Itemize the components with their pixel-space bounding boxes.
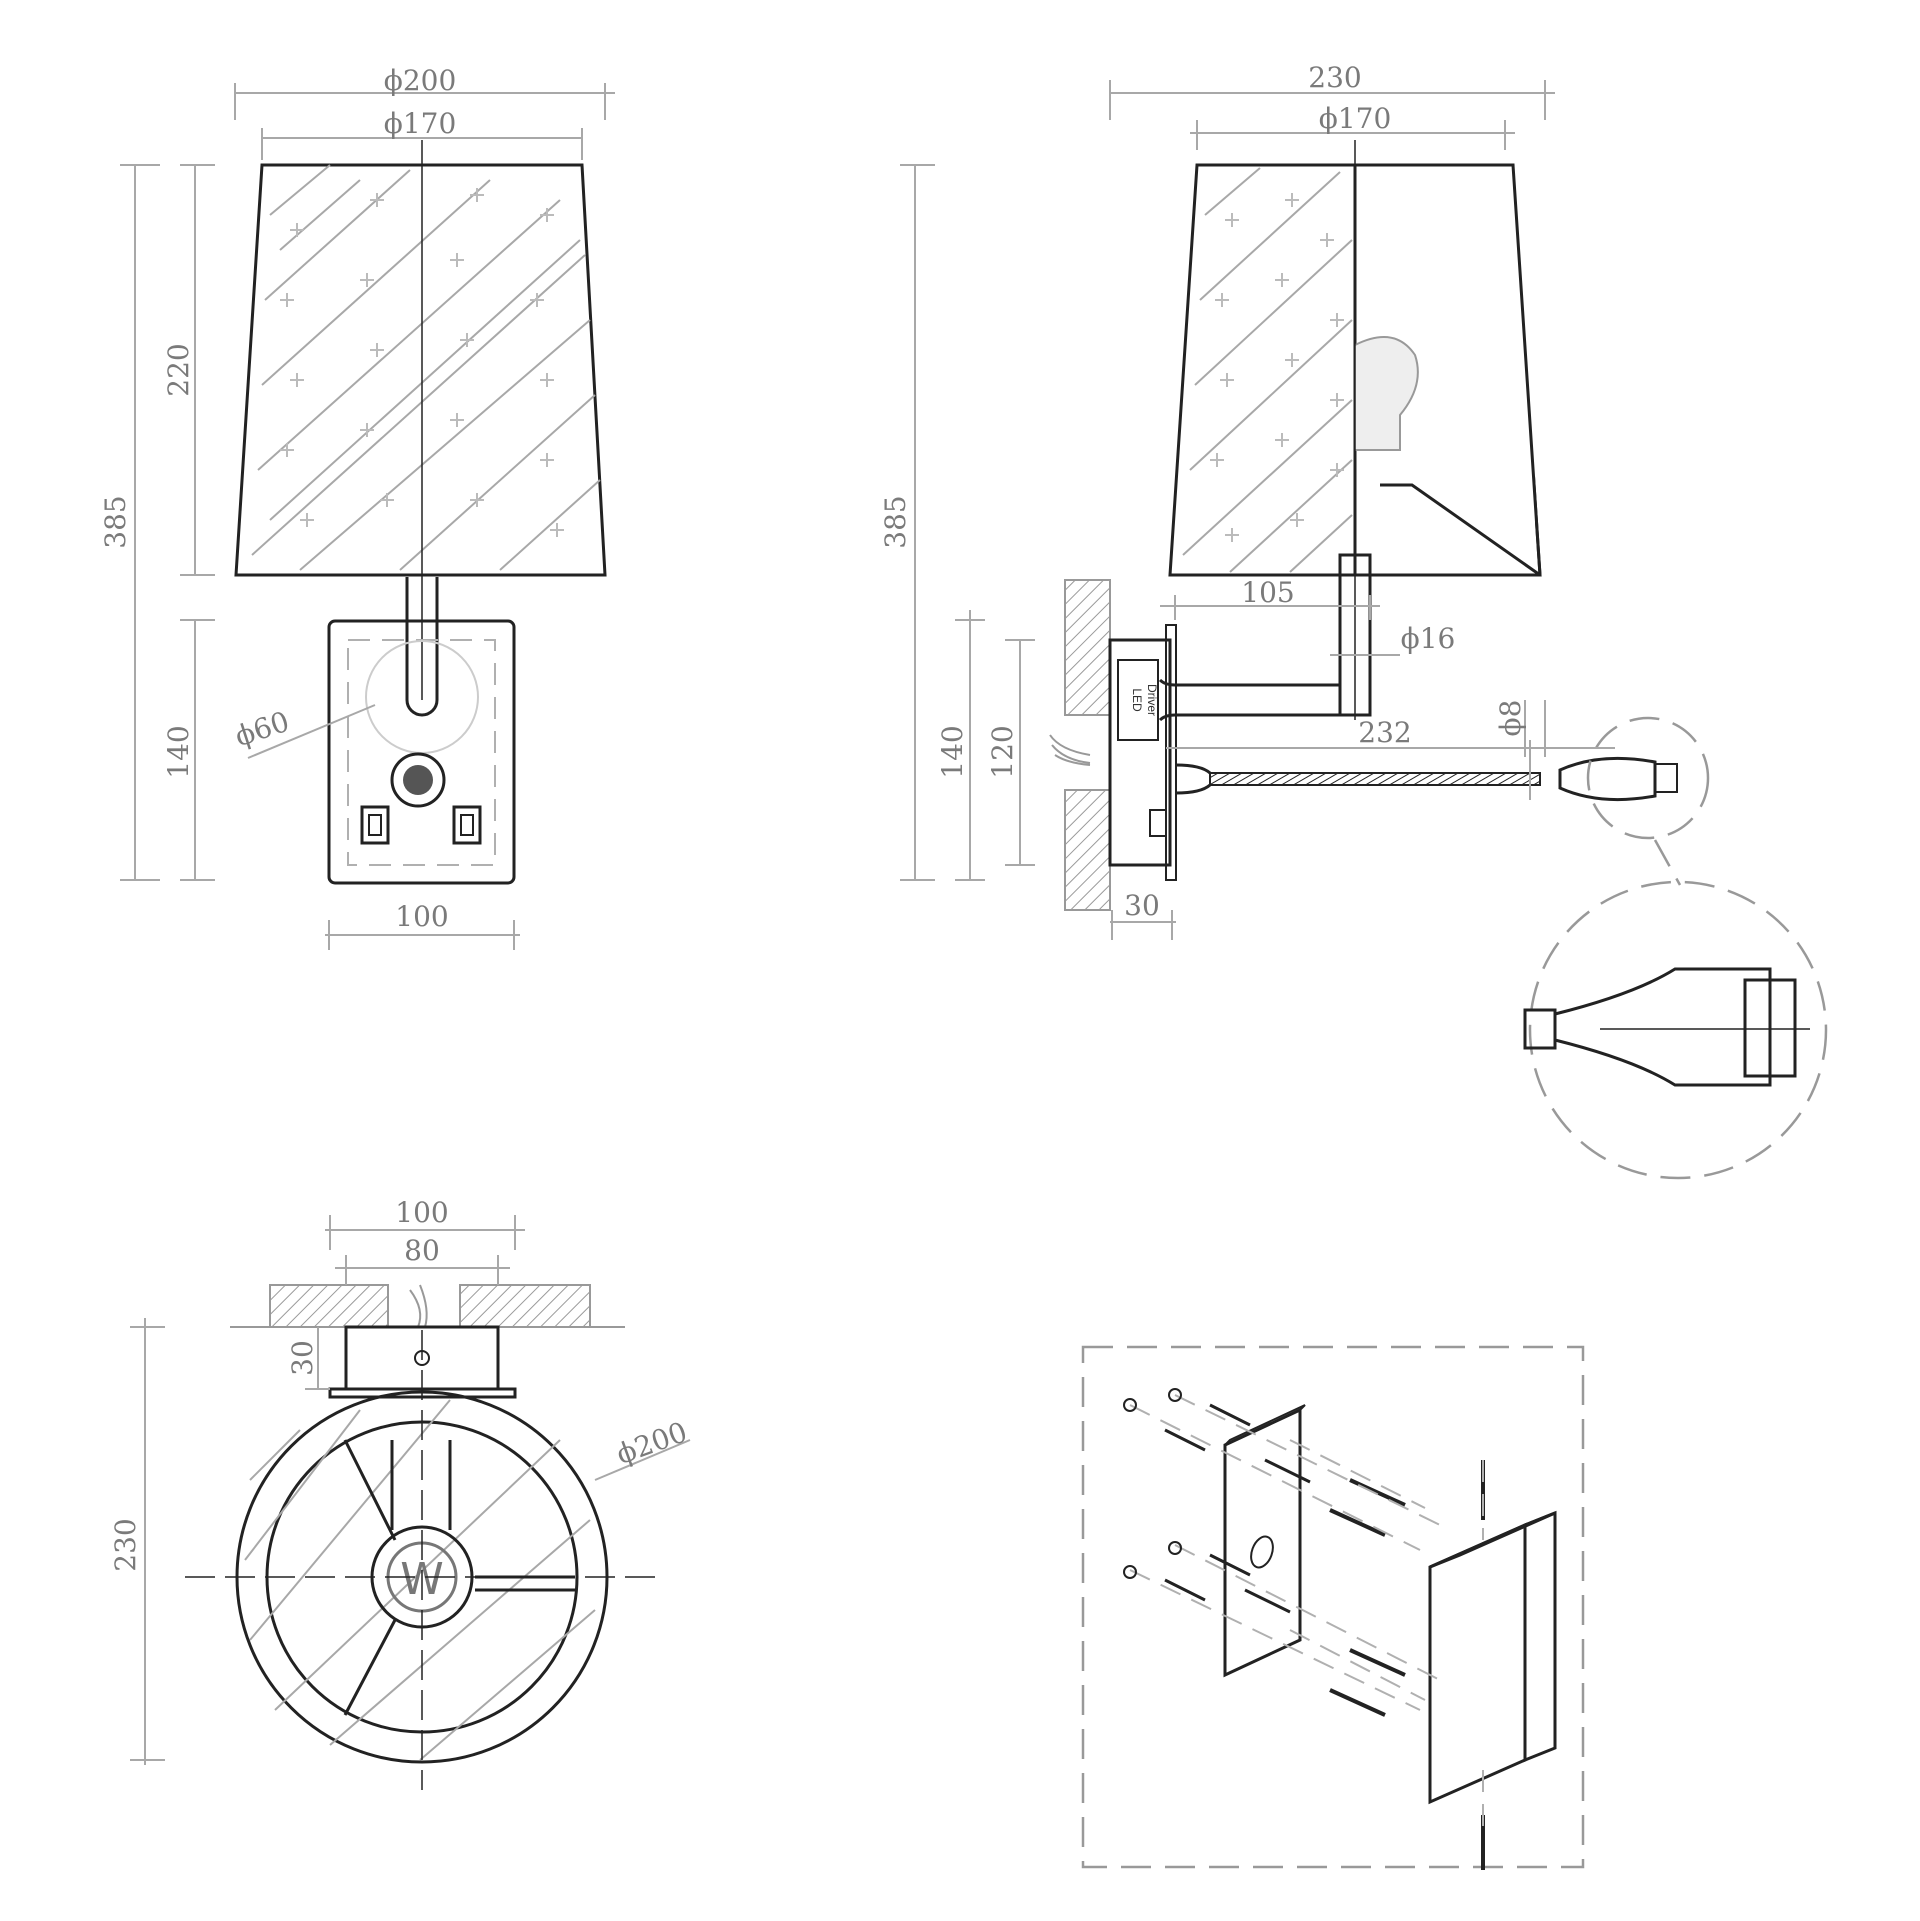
front-shade [234,163,607,577]
detail-callout-circle [1586,716,1710,840]
side-dim-total-height: 385 [879,495,912,548]
usb-socket [390,752,446,808]
led-driver-label-1: LED [1130,688,1144,712]
side-view: LED Driver 230 [879,61,1828,1180]
top-dim-total-depth: 230 [109,1518,142,1571]
side-dim-stem-diameter: ϕ16 [1401,622,1456,655]
front-dim-backplate-height: 140 [162,725,195,778]
front-view: ϕ200 ϕ170 385 220 140 100 ϕ60 [99,64,615,950]
front-backplate [327,619,516,885]
front-stem [405,577,439,717]
top-spokes [343,1439,575,1716]
front-dim-total-height: 385 [99,495,132,548]
side-dim-arm-length: 105 [1241,576,1294,609]
mounting-bracket [1223,1407,1302,1678]
top-view: W 100 80 30 230 ϕ200 [109,1196,691,1790]
top-dim-backplate-depth: 30 [286,1340,319,1376]
top-wall-left [269,1284,389,1328]
front-dim-backplate-width: 100 [395,900,448,933]
led-driver [1117,659,1159,741]
usb-socket-grill [403,765,433,795]
bracket-hole [1250,1535,1274,1569]
side-arm [1158,678,1370,722]
side-dim-gooseneck-diameter: ϕ8 [1494,700,1527,737]
side-wall-upper [1064,579,1111,716]
screws [1329,1478,1406,1717]
gooseneck [1209,772,1541,786]
detail-circle [1528,880,1828,1180]
side-shade-frame [1380,483,1541,577]
front-dim-canopy: ϕ60 [231,705,293,753]
top-wall-right [459,1284,591,1328]
side-wall-lower [1064,789,1111,911]
bulb-icon [1354,336,1419,451]
front-backplate-inner [347,639,496,866]
front-shade-texture [251,164,601,571]
side-dim-shade-width: 230 [1308,61,1361,94]
detail-reading-head [1523,967,1810,1087]
top-dim-bracket-width: 80 [404,1234,440,1267]
installation-frame [1081,1345,1585,1869]
front-dim-shade-height: 220 [162,343,195,396]
led-driver-label-2: Driver [1145,684,1159,716]
side-backplate [1108,638,1172,867]
switch-left-icon [360,805,390,845]
installation-view [1081,1345,1585,1870]
side-dim-backplate-height: 140 [936,725,969,778]
side-dim-gooseneck-length: 232 [1358,716,1411,749]
side-cable-icon [1049,734,1091,766]
side-backplate-plate [1165,624,1177,881]
side-dim-shade-diameter: ϕ170 [1319,102,1392,135]
side-dim-inner-height: 120 [986,725,1019,778]
switch-right-icon [452,805,482,845]
side-dim-backplate-depth: 30 [1124,889,1160,922]
washer-icon [1168,1388,1182,1402]
front-dim-shade-bottom: ϕ170 [384,107,457,140]
front-dim-shade-top: ϕ200 [384,64,457,97]
wall-plugs [1164,1403,1311,1614]
front-shade-crosses [280,188,564,537]
side-switch-icon [1149,809,1167,837]
top-dim-shade-diameter: ϕ200 [612,1415,691,1471]
lamp-backplate [1428,1522,1527,1805]
reading-light-head [1558,756,1657,802]
top-dim-backplate-width: 100 [395,1196,448,1229]
